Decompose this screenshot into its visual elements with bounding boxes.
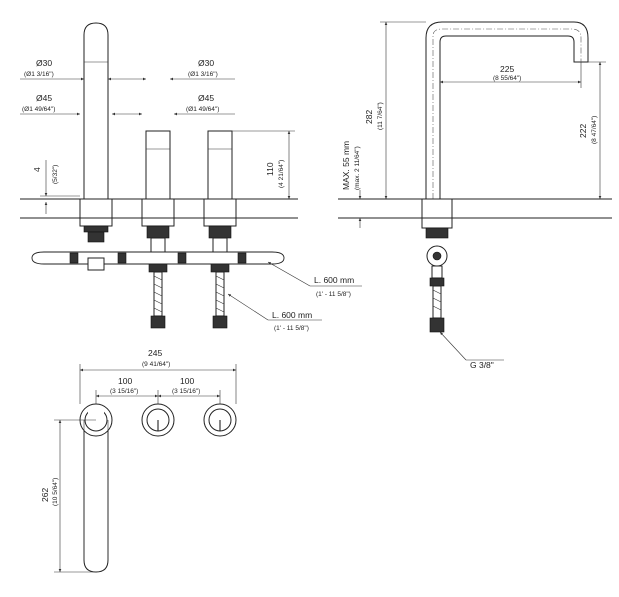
dim-110: 110 — [265, 162, 275, 176]
dim-100-right: 100 — [180, 376, 194, 386]
dim-262-in: (10 5/64") — [52, 478, 59, 506]
dim-110-in: (4 21/64") — [278, 160, 285, 188]
dim-282-in: (11 7/64") — [377, 102, 384, 130]
spout-side — [421, 21, 589, 333]
handle-left-front — [141, 130, 175, 273]
front-view: Ø30 (Ø1 3/16") Ø30 (Ø1 3/16") Ø45 (Ø1 49… — [20, 22, 362, 332]
dim-225: 225 — [500, 64, 514, 74]
dim-262: 262 — [40, 488, 50, 502]
spout-top — [79, 403, 113, 573]
dia-left-bottom-in: (Ø1 49/64") — [22, 106, 55, 113]
max-thickness: MAX. 55 mm — [341, 141, 351, 190]
spout-front — [79, 22, 113, 243]
dim-222: 222 — [578, 124, 588, 138]
side-view: 282 (11 7/64") 225 (8 55/64") 222 (8 47/… — [338, 21, 612, 370]
handle-right-front — [203, 130, 237, 273]
supply-hose-right — [212, 271, 228, 329]
dim-100-right-in: (3 15/16") — [172, 388, 200, 395]
dim-4-in: (5/32") — [52, 165, 59, 184]
dim-282: 282 — [364, 110, 374, 124]
dia-right-top-in: (Ø1 3/16") — [188, 71, 218, 78]
top-view: 245 (9 41/64") 100 (3 15/16") 100 (3 15/… — [40, 348, 237, 573]
dia-left-top-in: (Ø1 3/16") — [24, 71, 54, 78]
dia-right-bottom: Ø45 — [198, 93, 214, 103]
hose-length-lower: L. 600 mm — [272, 310, 312, 320]
hose-length-lower-in: (1' - 11 5/8") — [274, 325, 309, 332]
dim-245: 245 — [148, 348, 162, 358]
supply-hose-left — [150, 271, 166, 329]
dim-225-in: (8 55/64") — [493, 75, 521, 82]
hose-length-upper-in: (1' - 11 5/8") — [316, 291, 351, 298]
dim-100-left: 100 — [118, 376, 132, 386]
dim-245-in: (9 41/64") — [142, 361, 170, 368]
dia-right-bottom-in: (Ø1 49/64") — [186, 106, 219, 113]
dim-4: 4 — [32, 167, 42, 172]
dia-left-top: Ø30 — [36, 58, 52, 68]
dim-222-in: (8 47/64") — [591, 116, 598, 144]
dia-left-bottom: Ø45 — [36, 93, 52, 103]
hose-length-upper: L. 600 mm — [314, 275, 354, 285]
handle-right-top — [203, 403, 237, 437]
dia-right-top: Ø30 — [198, 58, 214, 68]
handle-left-top — [141, 403, 175, 437]
thread-size: G 3/8" — [470, 360, 494, 370]
max-thickness-in: (max. 2 11/64") — [354, 146, 361, 190]
dim-100-left-in: (3 15/16") — [110, 388, 138, 395]
connection-hose — [31, 251, 285, 271]
